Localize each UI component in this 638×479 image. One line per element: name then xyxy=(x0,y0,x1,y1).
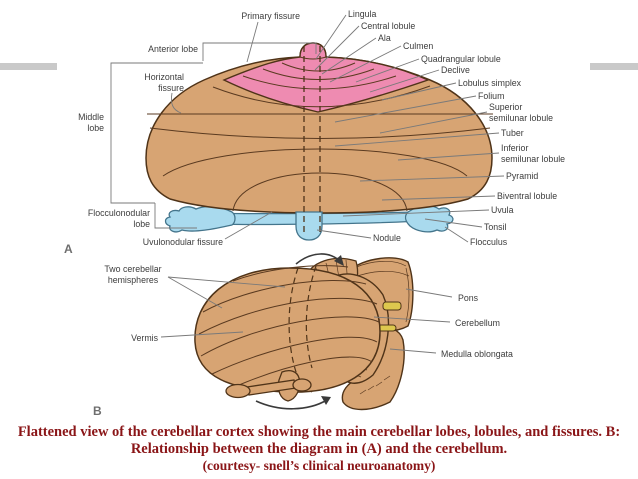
nerve-roots xyxy=(377,301,402,332)
rotation-arrows xyxy=(255,253,344,410)
label-flocculus: Flocculus xyxy=(470,237,508,247)
vermis-dashed-lines xyxy=(303,46,321,236)
label-biventral-lobule: Biventral lobule xyxy=(497,191,557,201)
label-flocculonodular-lobe: Flocculonodular xyxy=(88,208,150,218)
label-inferior-semilunar-lobule: Inferior xyxy=(501,143,528,153)
labels-a: Primary fissure Anterior lobe Horizontal… xyxy=(64,9,565,256)
diagram-a-flattened-cortex: Primary fissure Anterior lobe Horizontal… xyxy=(64,9,565,256)
label-lingula: Lingula xyxy=(348,9,376,19)
label-anterior-lobe: Anterior lobe xyxy=(148,44,198,54)
panel-label-a: A xyxy=(64,242,73,256)
divider-bar-left xyxy=(0,63,57,70)
label-uvulonodular-fissure: Uvulonodular fissure xyxy=(143,237,223,247)
middle-lobe-bracket xyxy=(110,62,203,204)
anterior-lobe-bracket xyxy=(202,42,317,61)
label-primary-fissure: Primary fissure xyxy=(241,11,300,21)
caption-line-1: Flattened view of the cerebellar cortex … xyxy=(17,424,621,440)
figure-caption: Flattened view of the cerebellar cortex … xyxy=(0,424,638,474)
nerve-root-upper xyxy=(382,301,402,311)
stalk-right-knob xyxy=(292,378,312,392)
leader-lines-b xyxy=(160,276,453,354)
svg-text:fissure: fissure xyxy=(158,83,184,93)
label-ala: Ala xyxy=(378,33,391,43)
caption-line-3: (courtesy- snell’s clinical neuroanatomy… xyxy=(202,458,436,473)
svg-text:lobe: lobe xyxy=(133,219,150,229)
flocculus-left-wing xyxy=(164,205,236,233)
label-culmen: Culmen xyxy=(403,41,433,51)
cerebellum-figure: Primary fissure Anterior lobe Horizontal… xyxy=(64,9,565,418)
arrow-bottom xyxy=(255,399,328,410)
label-folium: Folium xyxy=(478,91,504,101)
arrow-bottom-head xyxy=(321,396,331,405)
panel-label-b: B xyxy=(93,404,102,418)
label-tuber: Tuber xyxy=(501,128,524,138)
flocculonodular-bracket xyxy=(154,203,197,229)
label-quadrangular-lobule: Quadrangular lobule xyxy=(421,54,501,64)
label-vermis: Vermis xyxy=(131,333,158,343)
svg-text:semilunar lobule: semilunar lobule xyxy=(489,113,553,123)
nodule-shape xyxy=(295,211,323,241)
divider-bar-right xyxy=(590,63,638,70)
label-lobulus-simplex: Lobulus simplex xyxy=(458,78,522,88)
label-pons: Pons xyxy=(458,293,479,303)
label-horizontal-fissure: Horizontal xyxy=(144,72,184,82)
label-two-cerebellar-hemispheres: Two cerebellar xyxy=(104,264,161,274)
label-uvula: Uvula xyxy=(491,205,514,215)
label-pyramid: Pyramid xyxy=(506,171,538,181)
arrow-top-head xyxy=(334,255,344,266)
label-declive: Declive xyxy=(441,65,470,75)
diagram-b-cerebellum: Two cerebellar hemispheres Vermis Pons C… xyxy=(93,253,513,418)
leader-lines-a xyxy=(170,14,505,243)
anterior-lobe-band-lines xyxy=(242,56,397,90)
svg-text:hemispheres: hemispheres xyxy=(108,275,159,285)
label-cerebellum: Cerebellum xyxy=(455,318,500,328)
label-medulla-oblongata: Medulla oblongata xyxy=(441,349,513,359)
label-nodule: Nodule xyxy=(373,233,401,243)
svg-text:semilunar lobule: semilunar lobule xyxy=(501,154,565,164)
lobe-brackets xyxy=(110,42,317,229)
label-middle-lobe: Middle xyxy=(78,112,104,122)
labels-b: Two cerebellar hemispheres Vermis Pons C… xyxy=(93,264,513,418)
svg-text:lobe: lobe xyxy=(87,123,104,133)
flocculus-stalk xyxy=(225,370,312,402)
caption-line-2: Relationship between the diagram in (A) … xyxy=(130,441,508,457)
stalk-left-knob xyxy=(225,383,251,399)
label-tonsil: Tonsil xyxy=(484,222,507,232)
label-central-lobule: Central lobule xyxy=(361,21,415,31)
label-superior-semilunar-lobule: Superior xyxy=(489,102,522,112)
medulla-dash-marks xyxy=(359,375,391,395)
hemisphere-folia-lines xyxy=(198,265,380,389)
